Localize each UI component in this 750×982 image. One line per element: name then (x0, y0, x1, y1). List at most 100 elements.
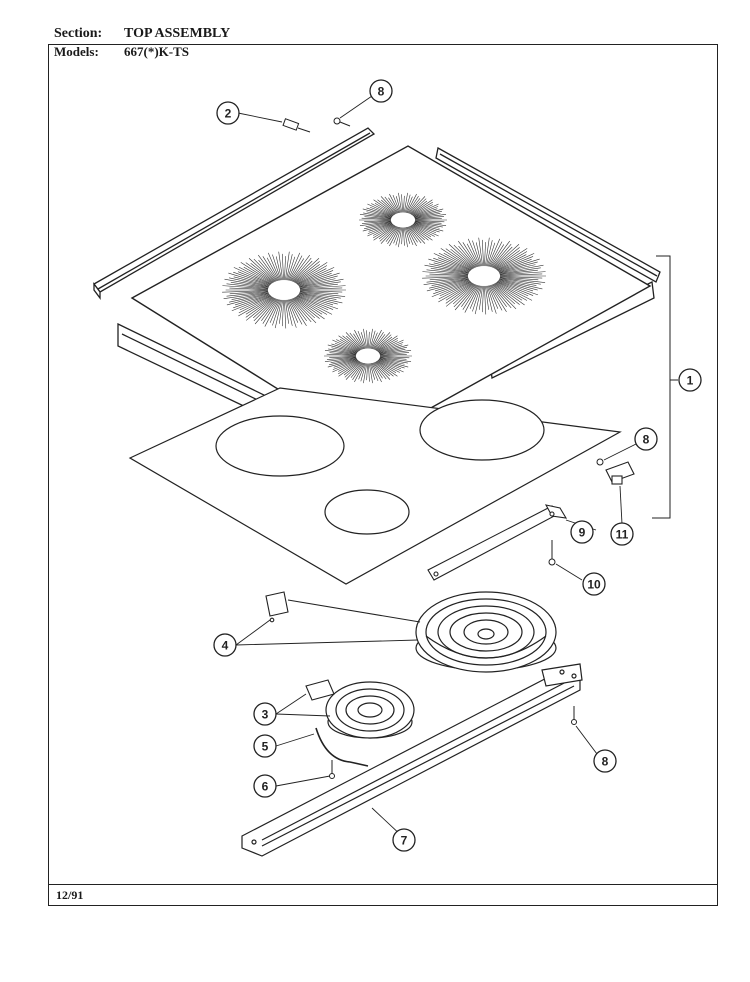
burner-ray (296, 295, 329, 311)
burner-ray (482, 285, 484, 313)
burner-ray (499, 276, 543, 279)
burner-ray (338, 335, 361, 351)
diagram-frame (48, 44, 718, 906)
burner-ray (240, 262, 274, 284)
burner-ray (407, 226, 418, 243)
large-burner-element (415, 591, 557, 673)
side-trim-right (435, 146, 661, 283)
burner-ray (360, 363, 367, 382)
burner-ray (408, 226, 426, 244)
burner-ray (233, 271, 271, 286)
burner-ray (478, 237, 483, 267)
burner-ray (336, 339, 359, 352)
burner-ray (223, 291, 269, 300)
burner-ray (368, 331, 370, 349)
burner-ray (499, 277, 546, 283)
burner-ray (413, 222, 444, 232)
burner-ray (466, 243, 480, 267)
svg-text:7: 7 (401, 834, 408, 848)
burner-ray (329, 352, 357, 356)
burner-ray (290, 298, 307, 321)
burner-ray (498, 280, 534, 292)
burner-ray (364, 220, 392, 222)
burner-ray (381, 199, 397, 215)
burner-ray (499, 264, 544, 274)
burner-ray (413, 223, 440, 233)
burner-ray (253, 298, 276, 322)
burner-ray (448, 244, 476, 269)
burner-ray (363, 222, 392, 230)
burner-ray (443, 252, 473, 270)
burner-ray (326, 353, 357, 356)
burner-ray (404, 227, 411, 244)
svg-text:10: 10 (587, 578, 601, 592)
burner-ray (429, 273, 469, 276)
burner-ray (462, 285, 479, 310)
burner-ray (294, 264, 320, 283)
burner-ray (398, 192, 403, 213)
burner-ray (343, 361, 361, 376)
burner-ray (404, 194, 411, 213)
burner-ray (264, 299, 280, 327)
burner-ray (434, 280, 470, 292)
burner-ray (493, 247, 520, 269)
screw-part-6 (329, 760, 335, 779)
burner-ray (378, 344, 403, 353)
callout-4: 4 (213, 633, 237, 657)
burner-ray (237, 271, 271, 285)
svg-text:11: 11 (616, 528, 629, 542)
callout-5: 5 (253, 734, 277, 758)
burner-ray (328, 348, 357, 355)
burner-ray (479, 285, 483, 310)
burner-ray (495, 251, 528, 270)
burner-ray (366, 363, 368, 381)
burner-ray (378, 344, 409, 354)
burner-ray (405, 227, 414, 246)
burner-ray (298, 294, 334, 306)
burner-ray (374, 334, 392, 351)
burner-ray (403, 195, 405, 213)
burner-ray (411, 201, 433, 216)
section-row: Section:TOP ASSEMBLY (54, 26, 230, 42)
burner-ray (454, 284, 477, 311)
burner-ray (377, 199, 396, 215)
burner-ray (373, 199, 396, 215)
burner-ray (499, 271, 546, 276)
leader-lines (235, 95, 637, 839)
burner-ray (486, 285, 497, 314)
burner-ray (431, 278, 469, 286)
burner-ray (499, 279, 543, 290)
footer-date: 12/91 (56, 888, 84, 902)
burner-ray (299, 293, 343, 304)
burner-ray (491, 243, 512, 268)
burner-ray (379, 350, 412, 355)
burner-ray (464, 285, 480, 313)
burner-ray (366, 207, 393, 217)
burner-ray (299, 290, 343, 293)
burner-ray (369, 206, 393, 217)
svg-text:6: 6 (262, 780, 269, 794)
burner-ray (353, 333, 364, 350)
callout-7: 7 (392, 828, 416, 852)
burner-ray (226, 293, 270, 306)
burner-ray (378, 358, 409, 368)
burner-ray (363, 212, 392, 219)
burner-ray (414, 214, 447, 219)
callouts: 1 2 8 8 9 11 10 4 3 5 6 7 8 (213, 79, 702, 852)
burner-ray (414, 218, 442, 220)
burner-ray (405, 196, 413, 213)
burner-ray (403, 192, 408, 213)
burner-ray (292, 260, 313, 282)
section-label: Section: (54, 26, 103, 41)
burner-ray (491, 284, 512, 309)
burner-ray (410, 199, 433, 215)
burner-ray (486, 242, 496, 267)
burner-ray (229, 293, 269, 303)
burner-ray (262, 299, 279, 324)
burner-ray (286, 299, 297, 328)
burner-ray (245, 296, 274, 315)
screw-part-8-channel (571, 706, 577, 725)
burner-ray (326, 356, 357, 360)
burner-ray (485, 285, 493, 312)
